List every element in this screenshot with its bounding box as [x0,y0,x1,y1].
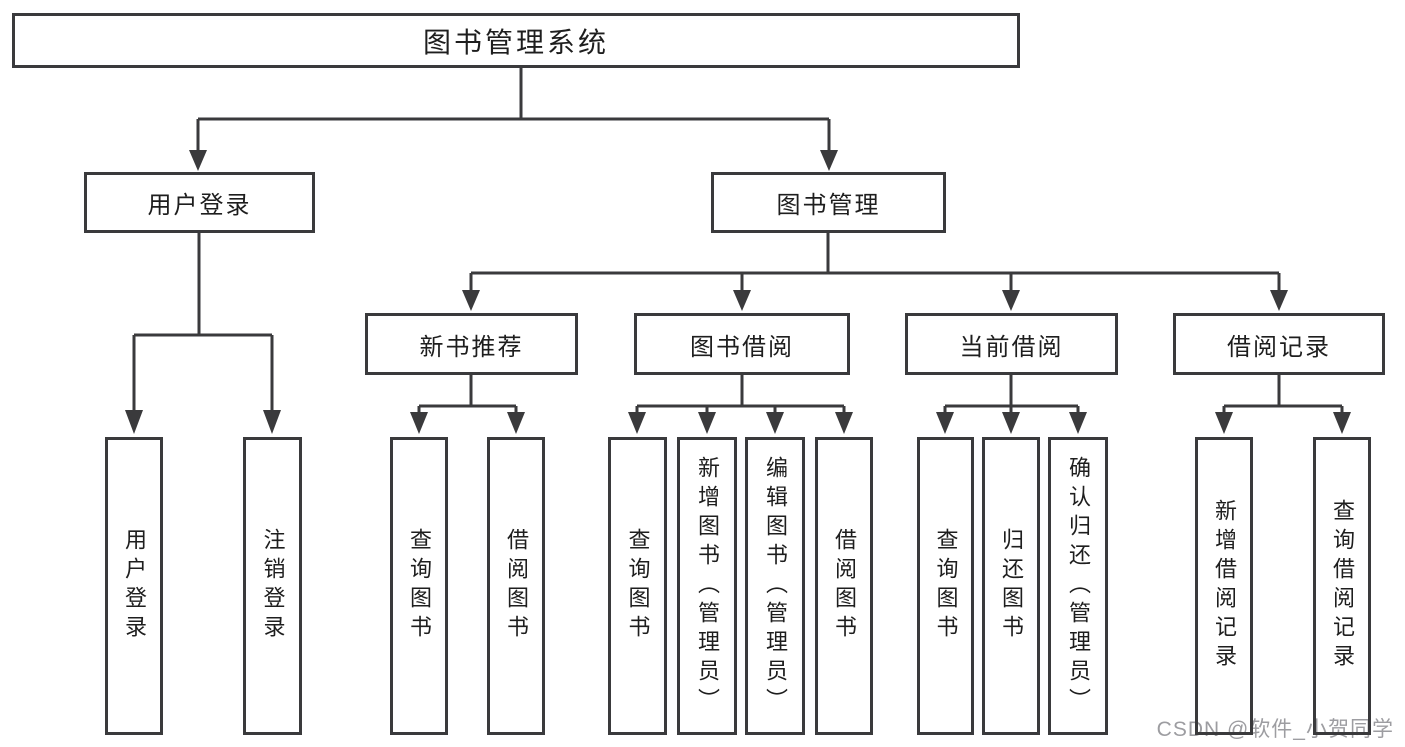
leaf-query-borrow-record: 查询借阅记录 [1313,437,1371,735]
node-user-login: 用户登录 [84,172,315,233]
node-new-book-recommend: 新书推荐 [365,313,578,375]
csdn-watermark: CSDN @软件_小贺同学 [1156,718,1394,741]
leaf-logout: 注销登录 [243,437,302,735]
node-borrow-record: 借阅记录 [1173,313,1385,375]
connector-current-borrow-children [936,375,1087,434]
connector-book-borrow-children [628,375,853,434]
node-current-borrow: 当前借阅 [905,313,1118,375]
leaf-query-books-borrow: 查询图书 [608,437,667,735]
leaf-query-books-recommend: 查询图书 [390,437,448,735]
connector-book-mgmt-children [462,233,1288,311]
node-book-management: 图书管理 [711,172,946,233]
leaf-borrow-books: 借阅图书 [815,437,873,735]
node-book-borrow: 图书借阅 [634,313,850,375]
leaf-return-books: 归还图书 [982,437,1040,735]
node-library-system: 图书管理系统 [12,13,1020,68]
connector-new-book-children [410,375,525,434]
leaf-user-login: 用户登录 [105,437,163,735]
leaf-add-books-admin: 新增图书（管理员） [677,437,737,735]
leaf-borrow-books-recommend: 借阅图书 [487,437,545,735]
connector-borrow-record-children [1215,375,1351,434]
leaf-query-books-current: 查询图书 [917,437,974,735]
leaf-edit-books-admin: 编辑图书（管理员） [745,437,805,735]
leaf-add-borrow-record: 新增借阅记录 [1195,437,1253,735]
connector-root-to-level2 [189,68,838,171]
connector-user-login-children [125,233,281,434]
leaf-confirm-return-admin: 确认归还（管理员） [1048,437,1108,735]
